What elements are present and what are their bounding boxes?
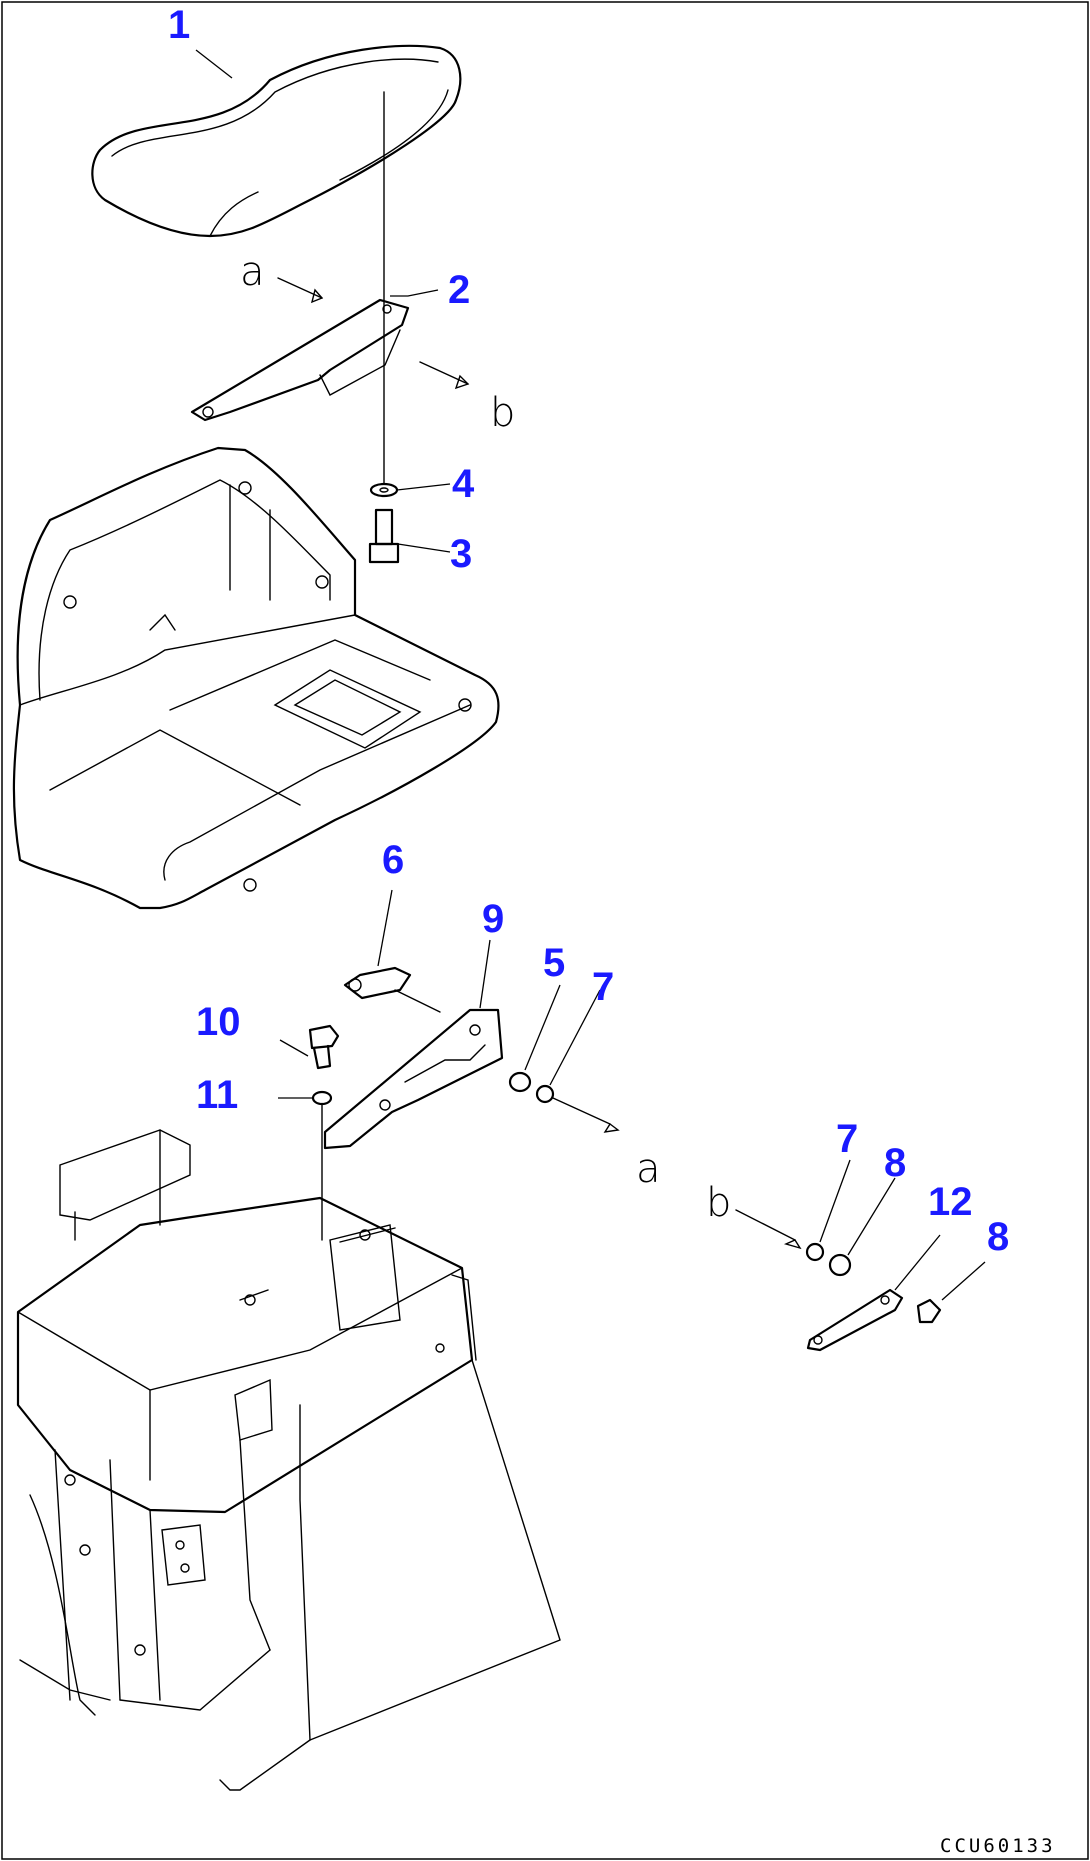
view-ref-b-top: b [490,390,515,436]
plate [323,1008,504,1150]
washer-11 [311,1090,333,1106]
callout-12: 12 [928,1180,973,1224]
callouts: 1 2 3 4 5 6 7 7 8 8 9 10 11 12 [168,3,1009,1259]
callout-2: 2 [448,268,470,312]
callout-10: 10 [196,1000,241,1044]
armrest-pad [91,44,462,238]
view-refs: a b a b [240,249,731,1226]
view-ref-b-mid: b [706,1180,731,1226]
leader-lines [195,49,986,1301]
base-frame [16,1129,561,1791]
console-housing [12,446,500,910]
bolt [368,508,400,564]
callout-8-upper: 8 [884,1141,906,1185]
callout-7-mid: 7 [592,965,614,1009]
collar-and-nut [508,1071,620,1133]
view-arrows-top [277,277,470,390]
link-assembly [735,1209,942,1352]
bracket [190,298,410,422]
view-ref-a-top: a [240,249,265,295]
bolt-10 [308,1024,340,1070]
callout-6: 6 [382,838,404,882]
callout-1: 1 [168,3,190,47]
view-ref-a-mid: a [636,1146,661,1192]
callout-3: 3 [450,532,472,576]
callout-11: 11 [196,1073,238,1117]
callout-9: 9 [482,897,504,941]
switch [343,966,441,1013]
callout-5: 5 [543,941,565,985]
callout-4: 4 [452,462,475,506]
washer [369,482,399,498]
callout-7-right: 7 [836,1117,858,1161]
drawing-code: CCU60133 [940,1835,1056,1857]
callout-8-lower: 8 [987,1215,1009,1259]
